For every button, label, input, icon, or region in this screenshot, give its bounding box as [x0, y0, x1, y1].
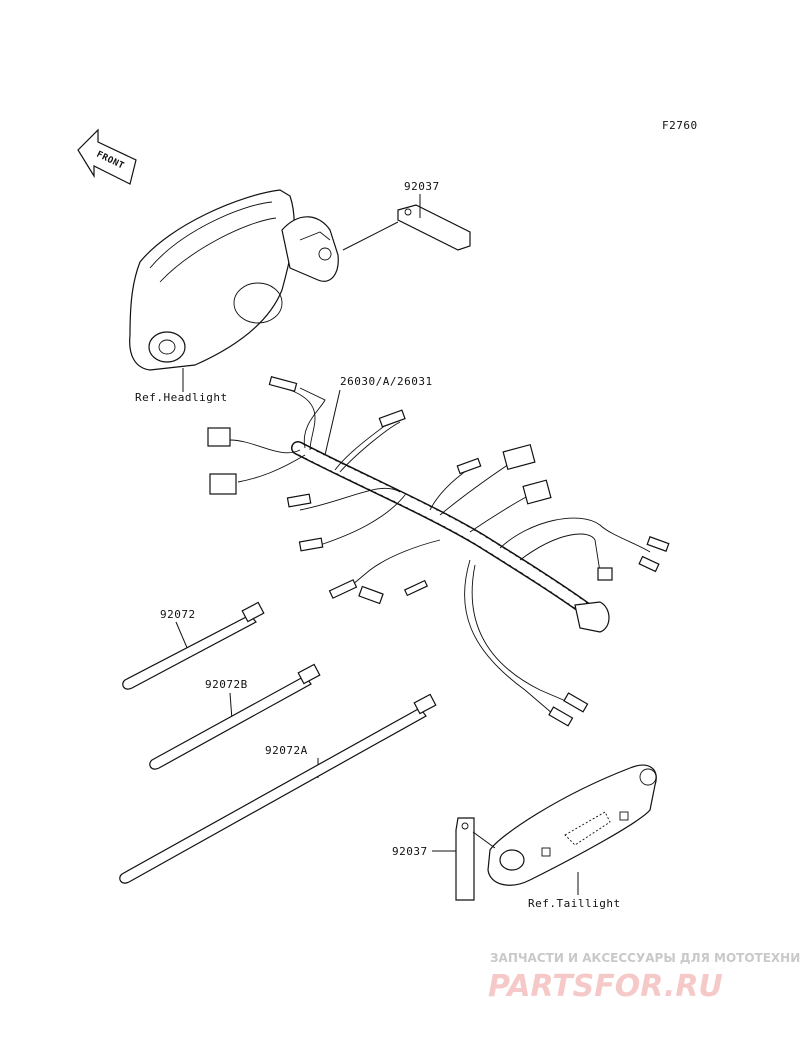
band-92072a	[119, 693, 437, 884]
band-92072b	[149, 663, 321, 770]
leader-bracket-top	[342, 221, 399, 251]
callout-band-2: 92072B	[205, 678, 248, 691]
callout-bracket-bottom: 92037	[392, 845, 428, 858]
wire-harness	[229, 385, 651, 721]
callout-band-3: 92072A	[265, 744, 308, 757]
callout-harness: 26030/A/26031	[340, 375, 433, 388]
figure-code: F2760	[662, 119, 698, 132]
taillight-housing	[487, 764, 657, 886]
watermark-brand: PARTSFOR.RU	[488, 969, 723, 1004]
callout-band-1: 92072	[160, 608, 196, 621]
front-arrow-icon: FRONT	[77, 128, 137, 185]
callout-taillight: Ref.Taillight	[528, 897, 621, 910]
bracket-top	[397, 204, 471, 251]
band-92072	[122, 601, 265, 690]
callout-bracket-top: 92037	[404, 180, 440, 193]
bracket-bottom	[455, 817, 475, 901]
headlight-housing	[129, 189, 339, 371]
harness-connectors	[207, 376, 670, 727]
watermark-tagline: ЗАПЧАСТИ И АКСЕССУАРЫ ДЛЯ МОТОТЕХНИКИ	[490, 951, 800, 965]
callout-headlight: Ref.Headlight	[135, 391, 228, 404]
